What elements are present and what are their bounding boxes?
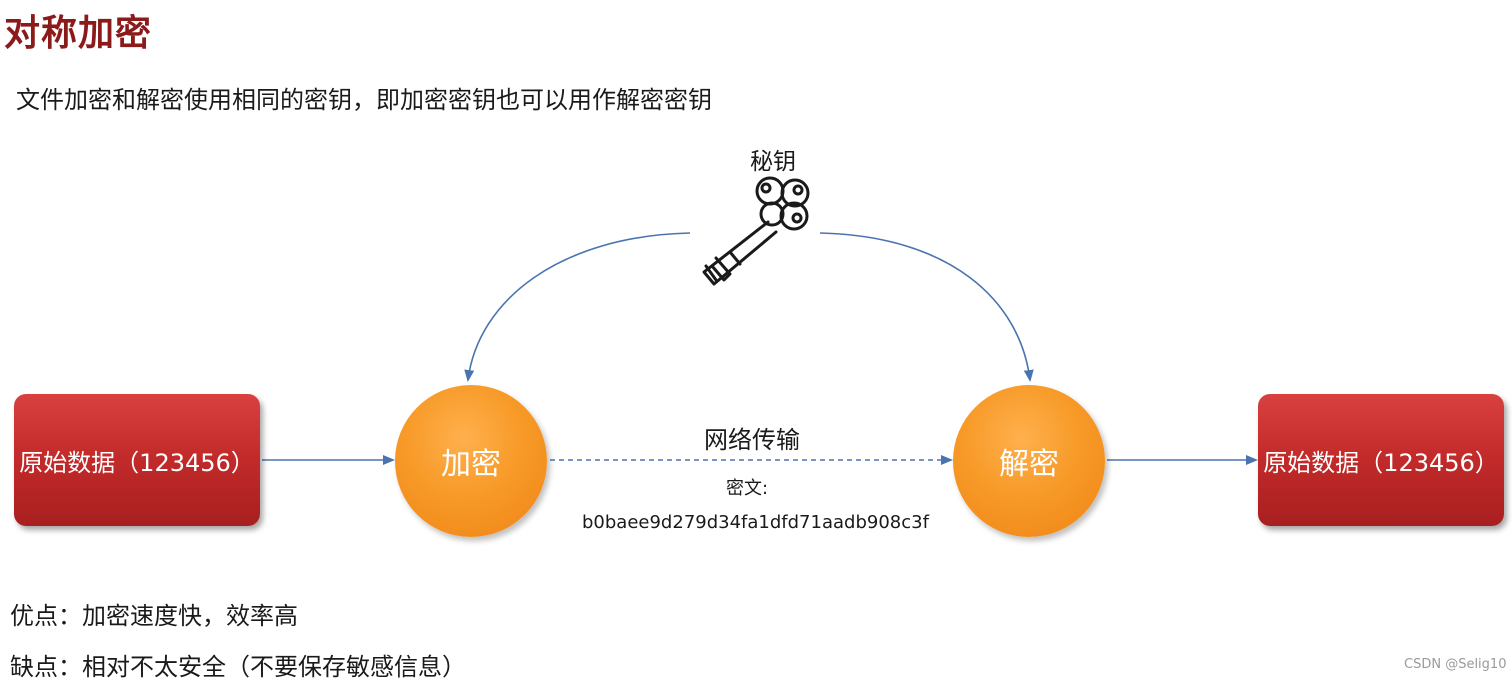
decrypt-label: 解密 bbox=[999, 447, 1059, 482]
cons-text: 缺点：相对不太安全（不要保存敏感信息） bbox=[10, 653, 466, 681]
pros-text: 优点：加密速度快，效率高 bbox=[10, 602, 298, 630]
watermark: CSDN @Selig10 bbox=[1404, 657, 1507, 672]
arc-key-to-encrypt bbox=[464, 232, 691, 382]
ciphertext-label: 密文: bbox=[726, 478, 769, 499]
slide-description: 文件加密和解密使用相同的密钥，即加密密钥也可以用作解密密钥 bbox=[16, 86, 712, 114]
ciphertext-value: b0baee9d279d34fa1dfd71aadb908c3f bbox=[582, 512, 929, 533]
arc-key-to-decrypt bbox=[819, 232, 1034, 382]
source-data-label: 原始数据（123456） bbox=[19, 448, 255, 477]
encrypt-node: 加密 bbox=[395, 385, 547, 537]
source-data-box: 原始数据（123456） bbox=[14, 394, 260, 526]
target-data-label: 原始数据（123456） bbox=[1263, 448, 1499, 477]
network-transfer-label: 网络传输 bbox=[704, 426, 800, 454]
slide-title: 对称加密 bbox=[4, 13, 153, 54]
decrypt-node: 解密 bbox=[953, 385, 1105, 537]
key-label: 秘钥 bbox=[750, 149, 796, 175]
encrypt-label: 加密 bbox=[441, 447, 501, 482]
key-icon bbox=[702, 176, 810, 286]
target-data-box: 原始数据（123456） bbox=[1258, 394, 1504, 526]
